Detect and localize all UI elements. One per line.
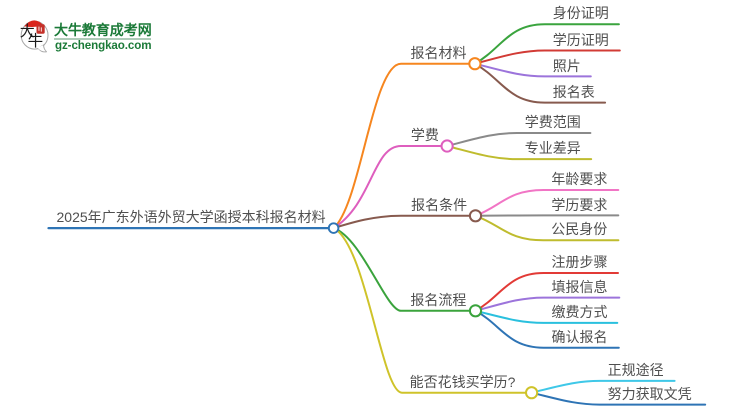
node-expander[interactable] xyxy=(468,209,483,223)
connector-line xyxy=(332,145,449,230)
connector-line xyxy=(332,227,533,394)
node-expander[interactable] xyxy=(327,222,340,234)
node-expander[interactable] xyxy=(440,139,454,153)
connector-line xyxy=(474,272,619,312)
leaf-node-label[interactable]: 学费范围 xyxy=(524,114,581,131)
leaf-node-label[interactable]: 注册步骤 xyxy=(551,254,608,271)
leaf-node-label[interactable]: 年龄要求 xyxy=(551,171,608,188)
leaf-node-label[interactable]: 确认报名 xyxy=(551,328,608,345)
connector-line xyxy=(446,132,592,147)
branch-node-label[interactable]: 能否花钱买学历? xyxy=(409,373,516,390)
branch-node-label[interactable]: 学费 xyxy=(410,127,439,144)
connector-line xyxy=(474,296,621,312)
leaf-node-label[interactable]: 努力获取文凭 xyxy=(607,385,692,402)
node-expander[interactable] xyxy=(468,57,482,71)
connector-line xyxy=(332,227,477,312)
leaf-node-label[interactable]: 正规途径 xyxy=(607,362,664,378)
connector-line xyxy=(530,379,676,394)
connector-line xyxy=(474,189,620,217)
branch-node-label[interactable]: 报名材料 xyxy=(410,44,467,61)
root-node-label[interactable]: 2025年广东外语外贸大学函授本科报名材料 xyxy=(56,209,326,226)
connector-line xyxy=(474,214,620,242)
leaf-node-label[interactable]: 学历证明 xyxy=(552,31,609,48)
leaf-node-label[interactable]: 专业差异 xyxy=(524,140,581,157)
leaf-node-label[interactable]: 填报信息 xyxy=(551,278,608,295)
logo-seal-mark xyxy=(40,27,42,32)
logo-seal-mark xyxy=(38,26,40,31)
leaf-node-label[interactable]: 公民身份 xyxy=(551,221,608,238)
logo-divider xyxy=(54,38,151,40)
logo-bubble-tail-fill xyxy=(37,45,46,52)
connector-line xyxy=(474,309,620,349)
connector-line xyxy=(473,49,621,65)
branch-node-label[interactable]: 报名条件 xyxy=(411,196,468,213)
logo-bubble-char-1: 大 xyxy=(19,24,35,41)
leaf-node-label[interactable]: 报名表 xyxy=(552,83,595,100)
connector-line xyxy=(473,62,592,78)
node-expander[interactable] xyxy=(468,304,483,318)
leaf-node-label[interactable]: 身份证明 xyxy=(552,5,609,22)
branch-node-label[interactable]: 报名流程 xyxy=(410,291,467,308)
logo-site-name: 大牛教育成考网 xyxy=(54,22,152,39)
connector-line xyxy=(332,214,477,230)
leaf-node-label[interactable]: 缴费方式 xyxy=(551,304,608,320)
connector-line xyxy=(474,309,619,324)
leaf-node-label[interactable]: 学历要求 xyxy=(551,196,608,213)
logo-site-domain: gz-chengkao.com xyxy=(55,38,152,52)
connector-line xyxy=(332,62,476,230)
node-expander[interactable] xyxy=(525,386,539,400)
leaf-node-label[interactable]: 照片 xyxy=(552,57,581,74)
connector-line xyxy=(473,62,607,104)
connector-line xyxy=(446,145,593,161)
logo-bubble-char-2: 牛 xyxy=(27,32,44,50)
connector-line xyxy=(473,23,620,65)
connector-line xyxy=(530,391,707,406)
